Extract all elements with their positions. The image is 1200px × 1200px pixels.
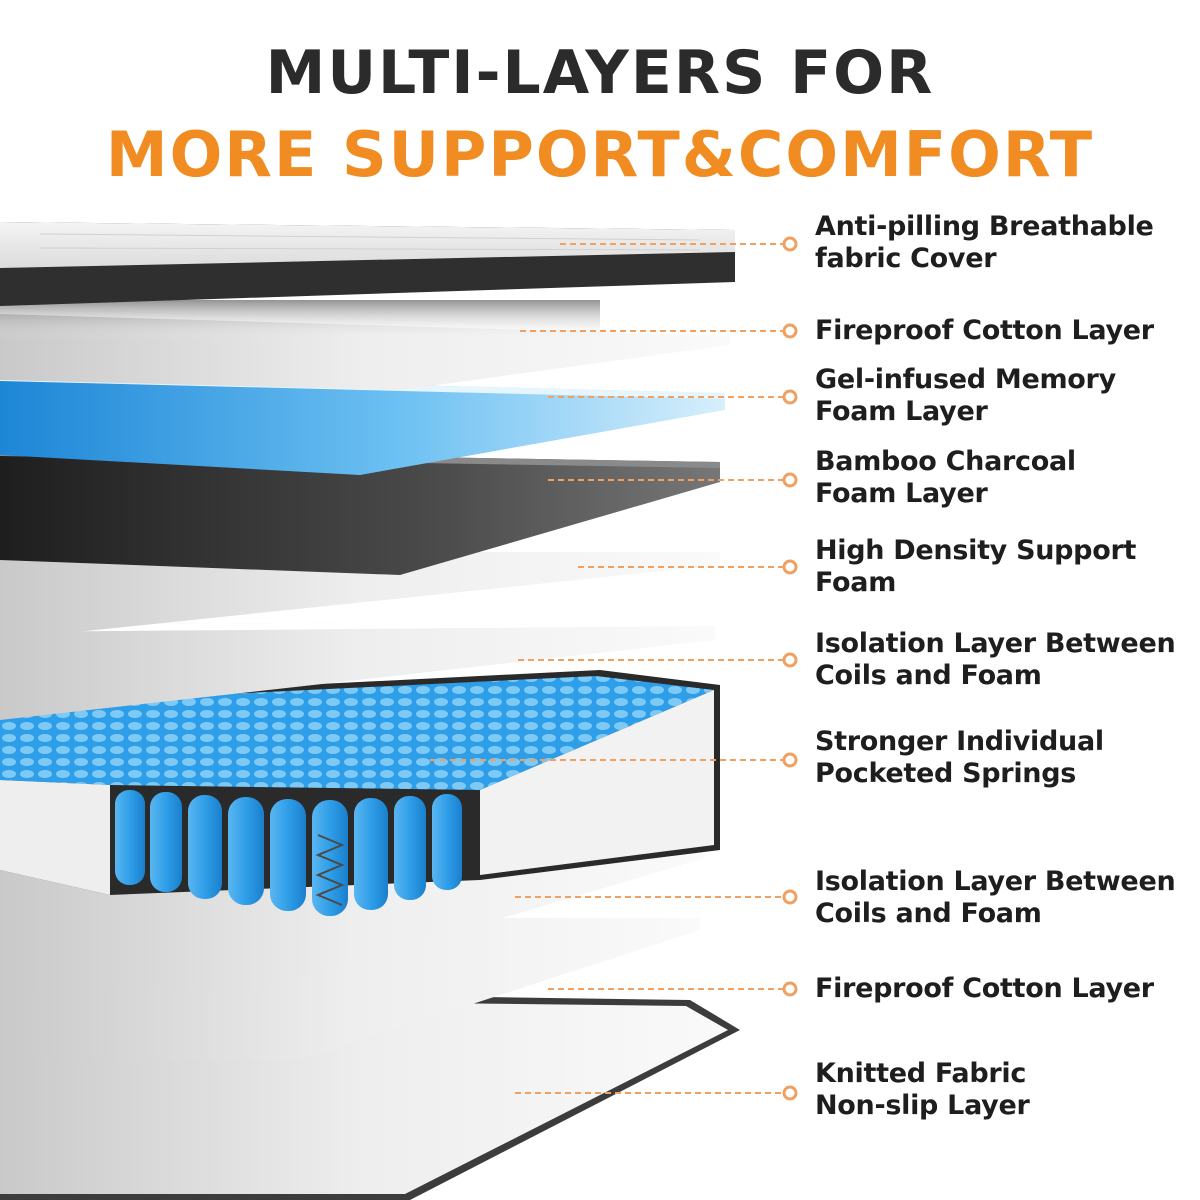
title-line-1: MULTI-LAYERS FOR — [265, 38, 935, 108]
layer-label-line: Pocketed Springs — [815, 758, 1076, 789]
layer-fireproof-cotton-top — [0, 300, 730, 390]
layer-pocketed-springs — [0, 670, 720, 916]
leader-lines — [430, 236, 798, 1101]
layer-label-line: Knitted Fabric — [815, 1058, 1027, 1089]
layer-label-line: Stronger Individual — [815, 726, 1104, 757]
layer-label-line: Coils and Foam — [815, 660, 1042, 691]
layer-label-line: Isolation Layer Between — [815, 866, 1176, 897]
layer-label: Fireproof Cotton Layer — [815, 315, 1185, 347]
layer-label-line: Fireproof Cotton Layer — [815, 315, 1154, 346]
layer-label: Fireproof Cotton Layer — [815, 973, 1185, 1005]
leader-dot-icon — [782, 981, 798, 997]
layer-label-line: Bamboo Charcoal — [815, 446, 1076, 477]
layer-label-line: fabric Cover — [815, 243, 997, 274]
leader-dot-icon — [782, 236, 798, 252]
leader-dot-icon — [782, 1085, 798, 1101]
leader-dot-icon — [782, 323, 798, 339]
layer-label-line: Foam — [815, 567, 897, 598]
leader-dot-icon — [782, 652, 798, 668]
spring-columns — [115, 790, 462, 916]
layer-label-line: Anti-pilling Breathable — [815, 211, 1154, 242]
leader-dot-icon — [782, 889, 798, 905]
layer-label-line: Coils and Foam — [815, 898, 1042, 929]
layer-fabric-cover — [0, 222, 735, 306]
layer-label-line: High Density Support — [815, 535, 1137, 566]
leader-dot-icon — [782, 559, 798, 575]
layer-label-line: Non-slip Layer — [815, 1090, 1030, 1121]
layer-label-line: Isolation Layer Between — [815, 628, 1176, 659]
layer-label-line: Fireproof Cotton Layer — [815, 973, 1154, 1004]
title-line-2: MORE SUPPORT&COMFORT — [105, 118, 1095, 191]
layer-label-line: Gel-infused Memory — [815, 364, 1116, 395]
leader-dot-icon — [782, 389, 798, 405]
leader-dot-icon — [782, 472, 798, 488]
layer-isolation-top — [0, 620, 715, 720]
leader-dot-icon — [782, 752, 798, 768]
layer-gel-memory-foam — [0, 375, 725, 475]
layer-label-line: Foam Layer — [815, 396, 988, 427]
layer-label-line: Foam Layer — [815, 478, 988, 509]
